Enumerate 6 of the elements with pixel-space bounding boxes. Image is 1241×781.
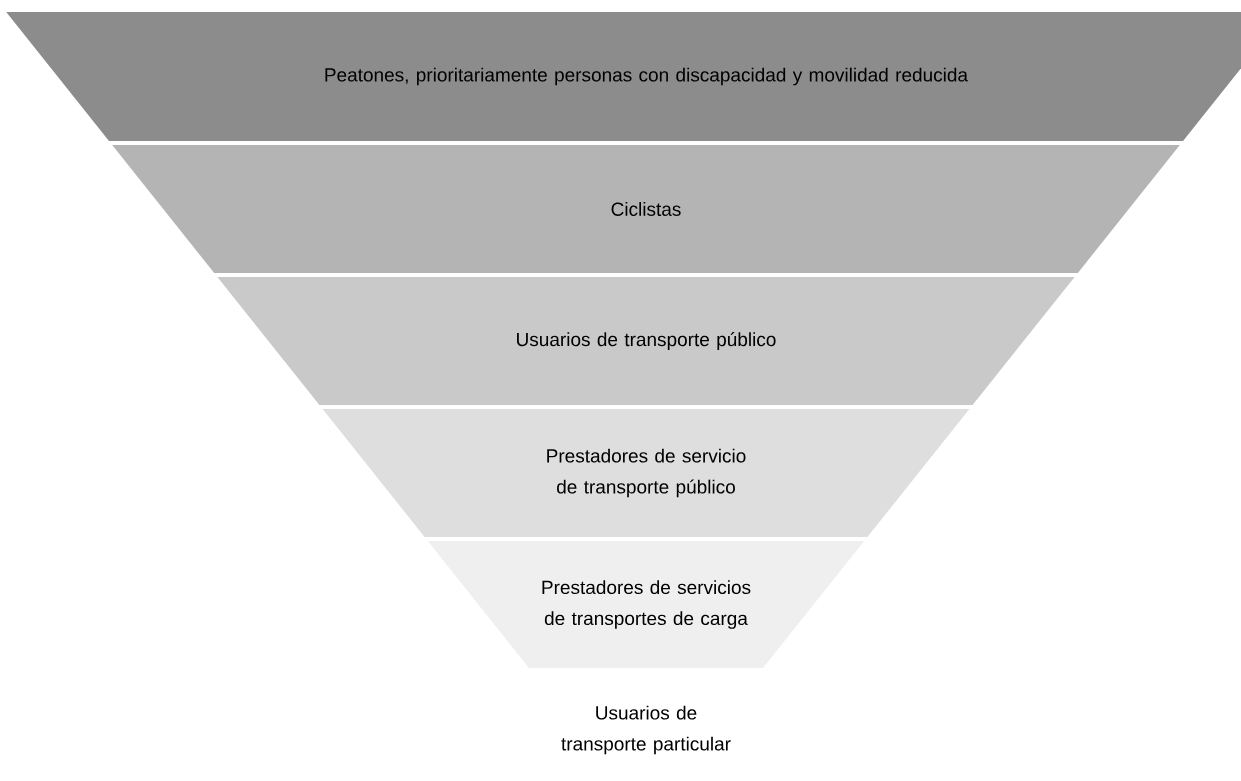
funnel-band: Usuarios de transporte público: [217, 277, 1075, 405]
funnel-tip-label: Usuarios de transporte particular: [561, 705, 731, 755]
funnel-band: Prestadores de servicios de transportes de carga: [427, 541, 865, 668]
funnel-band: Peatones, prioritariamente personas con discapacidad y movilidad reducida: [6, 12, 1241, 141]
funnel-band: Ciclistas: [112, 145, 1180, 273]
funnel-band: Prestadores de servicio de transporte público: [322, 409, 970, 537]
